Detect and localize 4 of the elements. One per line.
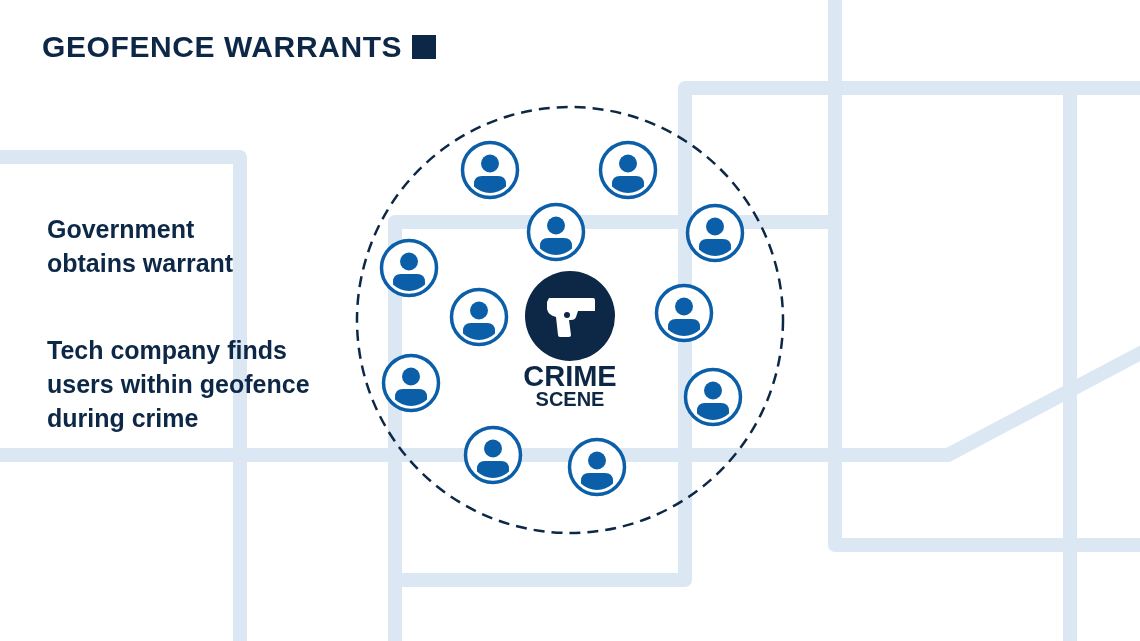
caption-text: Tech company finds users within geofence during crime (47, 335, 311, 434)
caption-text: Government obtains warrant (47, 214, 235, 279)
node-label: CRIME SCENE (522, 365, 618, 411)
title: GEOFENCE WARRANTS (42, 30, 403, 64)
